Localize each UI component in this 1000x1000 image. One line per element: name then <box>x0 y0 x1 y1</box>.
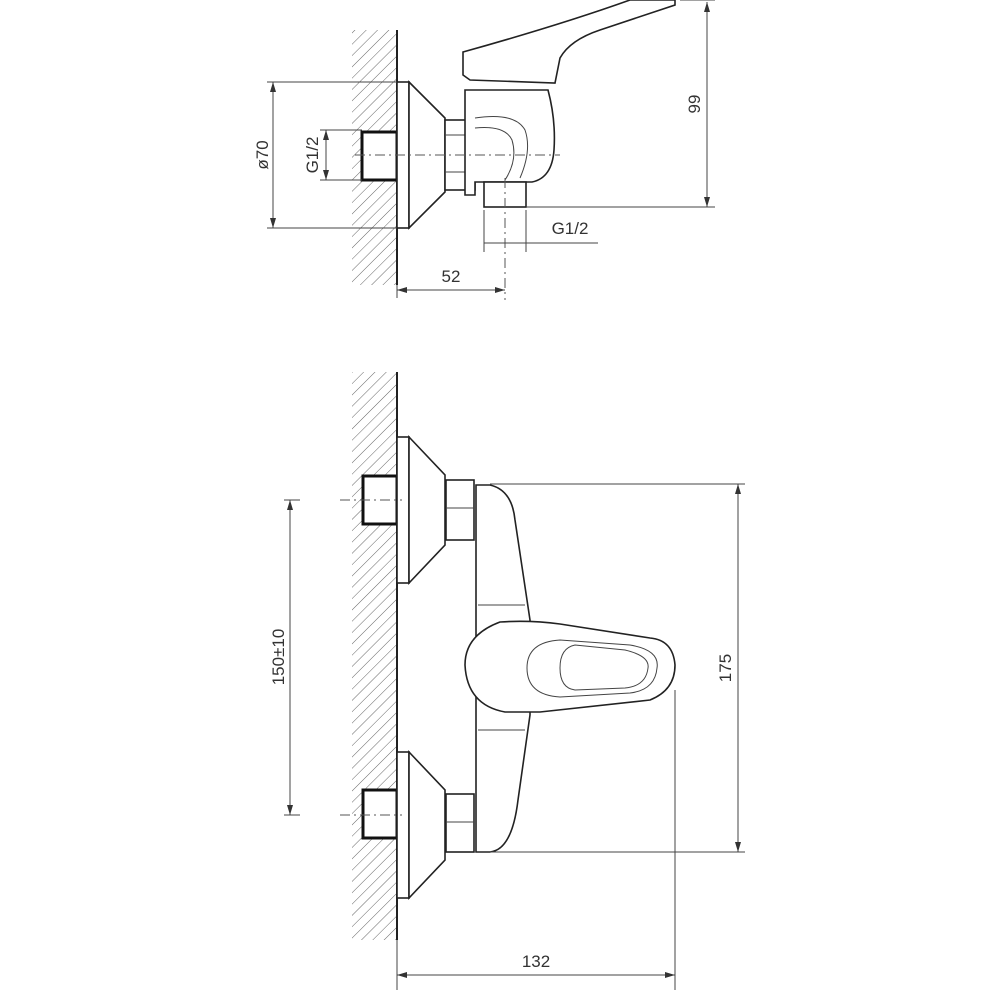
lever-handle <box>464 620 676 713</box>
nut-bottom <box>445 793 475 853</box>
flange-cone <box>408 80 446 230</box>
mixer-body <box>464 89 556 196</box>
dim-outlet-thread: G1/2 <box>552 219 589 238</box>
wall-pipe <box>360 130 399 182</box>
nut-top <box>445 479 475 541</box>
lever-handle <box>462 0 676 84</box>
dim-total-depth: 132 <box>522 952 550 971</box>
wall-pipe-bottom <box>361 788 399 840</box>
dim-total-height: 175 <box>716 654 735 682</box>
dim-inlet-thread: G1/2 <box>303 137 322 174</box>
dim-height: 99 <box>685 95 704 114</box>
dim-projection: 52 <box>442 267 461 286</box>
dim-flange-diameter: ø70 <box>253 140 272 169</box>
front-view: 150±10 175 132 <box>269 372 745 990</box>
flange-top <box>396 436 410 584</box>
wall-hatch <box>352 372 397 940</box>
flange-bottom <box>396 751 410 899</box>
dim-inlet-spacing: 150±10 <box>269 629 288 686</box>
side-view: ø70 G1/2 99 G1/2 52 <box>253 0 715 300</box>
